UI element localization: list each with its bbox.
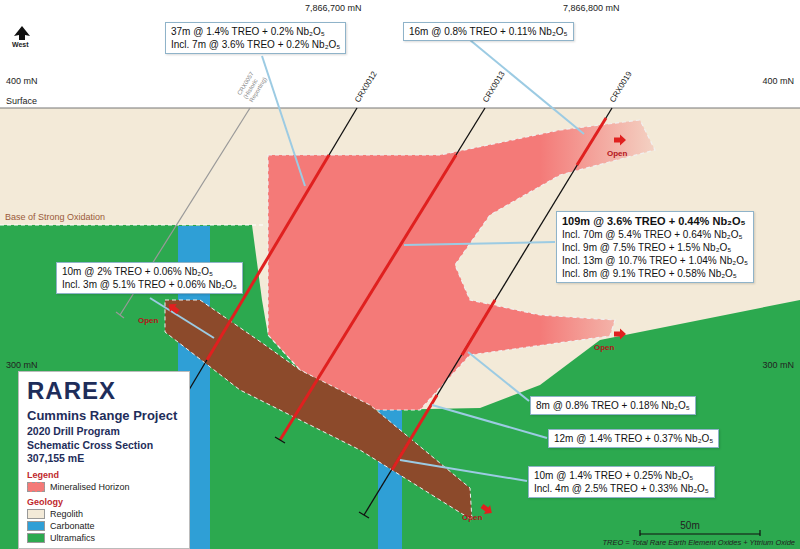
elevation-label: 400 mN xyxy=(762,76,794,86)
assay-callout: 37m @ 1.4% TREO + 0.2% Nb₂O₅Incl. 7m @ 3… xyxy=(165,22,346,54)
assay-text: 16m @ 0.8% TREO + 0.11% Nb₂O₅ xyxy=(409,25,568,38)
drill-hole xyxy=(280,108,485,440)
scale-label: 50m xyxy=(680,520,699,532)
leader-line xyxy=(262,56,305,186)
assay-text: 10m @ 1.4% TREO + 0.25% Nb₂O₅ xyxy=(534,469,709,482)
open-arrow xyxy=(614,329,626,340)
hole-label: CRX0012 xyxy=(353,70,379,104)
open-arrows xyxy=(165,135,626,518)
open-arrow xyxy=(614,135,626,146)
leader-line xyxy=(468,352,529,401)
hole-label: CRX0019 xyxy=(608,70,634,104)
leader-line xyxy=(404,242,555,245)
leader-line xyxy=(400,460,527,481)
legend-text: Mineralised Horizon xyxy=(50,482,130,492)
legend: LegendMineralised HorizonGeologyRegolith… xyxy=(27,469,181,544)
legend-text: Ultramafics xyxy=(50,533,95,543)
surface-line xyxy=(0,108,800,109)
scale-bar xyxy=(640,530,760,536)
assay-text: 10m @ 2% TREO + 0.06% Nb₂O₅ xyxy=(62,265,237,278)
elevation-label: 400 mN xyxy=(6,76,38,86)
surface-label: Surface xyxy=(6,96,37,106)
hole-label: CRX0013 xyxy=(481,70,507,104)
legend-item: Ultramafics xyxy=(27,532,181,544)
grid-label: 7,866,800 mN xyxy=(563,3,620,13)
assay-callout: 8m @ 0.8% TREO + 0.18% Nb₂O₅ xyxy=(530,396,696,415)
assay-text: Incl. 3m @ 5.1% TREO + 0.06% Nb₂O₅ xyxy=(62,278,237,291)
open-label: Open xyxy=(462,513,482,522)
assay-text: Incl. 9m @ 7.5% TREO + 1.5% Nb₂O₅ xyxy=(562,241,748,254)
hole-end-tick xyxy=(359,512,369,518)
assay-text: 109m @ 3.6% TREO + 0.44% Nb₂O₅ xyxy=(562,214,748,228)
leader-line xyxy=(150,298,214,338)
hole-end-tick xyxy=(275,437,285,443)
panel-text: RAREX xyxy=(27,378,181,404)
grid-label: 7,866,700 mN xyxy=(305,3,362,13)
legend-text: Carbonatte xyxy=(50,521,95,531)
assay-text: Incl. 70m @ 5.4% TREO + 0.64% Nb₂O₅ xyxy=(562,228,748,241)
hole-intercept xyxy=(207,155,329,360)
legend-swatch xyxy=(27,521,45,531)
legend-swatch xyxy=(27,482,45,492)
panel-text: 307,155 mE xyxy=(27,452,181,466)
assay-text: Incl. 7m @ 3.6% TREO + 0.2% Nb₂O₅ xyxy=(171,38,340,51)
direction-label: West xyxy=(12,41,29,49)
mineralised-horizon-lower xyxy=(165,300,472,520)
assay-callout: 16m @ 0.8% TREO + 0.11% Nb₂O₅ xyxy=(403,22,574,41)
title-panel: RAREX Cummins Range Project2020 Drill Pro… xyxy=(18,371,190,549)
regolith-ground xyxy=(0,108,800,549)
assay-callout: 10m @ 1.4% TREO + 0.25% Nb₂O₅Incl. 4m @ … xyxy=(528,466,715,498)
assay-text: Incl. 8m @ 9.1% TREO + 0.58% Nb₂O₅ xyxy=(562,267,748,280)
legend-item: Mineralised Horizon xyxy=(27,481,181,493)
legend-heading: Legend xyxy=(27,470,59,480)
footnote: TREO = Total Rare Earth Element Oxides +… xyxy=(602,539,795,548)
hole-label: CRX0057 (Historic Reporting) xyxy=(236,54,277,104)
panel-text: Cummins Range Project xyxy=(27,408,181,425)
assay-text: Incl. 4m @ 2.5% TREO + 0.33% Nb₂O₅ xyxy=(534,482,709,495)
legend-swatch xyxy=(27,509,45,519)
assay-callout: 10m @ 2% TREO + 0.06% Nb₂O₅Incl. 3m @ 5.… xyxy=(56,262,243,294)
assay-text: 37m @ 1.4% TREO + 0.2% Nb₂O₅ xyxy=(171,25,340,38)
panel-text: Schematic Cross Section xyxy=(27,439,181,453)
assay-text: 8m @ 0.8% TREO + 0.18% Nb₂O₅ xyxy=(536,399,690,412)
open-label: Open xyxy=(594,343,614,352)
assay-callout: 12m @ 1.4% TREO + 0.37% Nb₂O₅ xyxy=(548,429,719,448)
hole-intercept xyxy=(392,395,437,470)
assay-callout: 109m @ 3.6% TREO + 0.44% Nb₂O₅Incl. 70m … xyxy=(556,211,754,283)
open-label: Open xyxy=(607,149,627,158)
west-arrow xyxy=(14,26,30,40)
oxidation-line xyxy=(0,224,265,225)
legend-heading: Geology xyxy=(27,497,63,507)
legend-heading-row: Geology xyxy=(27,496,181,508)
leader-line xyxy=(470,40,584,134)
legend-text: Regolith xyxy=(50,509,83,519)
hole-intercept xyxy=(577,118,606,165)
hole-intercept xyxy=(280,155,456,440)
assay-text: Incl. 13m @ 10.7% TREO + 1.04% Nb₂O₅ xyxy=(562,254,748,267)
oxidation-label: Base of Strong Oxidation xyxy=(5,212,105,222)
drill-hole xyxy=(364,108,612,515)
legend-item: Carbonatte xyxy=(27,520,181,532)
panel-text: 2020 Drill Program xyxy=(27,425,181,439)
legend-swatch xyxy=(27,533,45,543)
legend-heading-row: Legend xyxy=(27,469,181,481)
hole-end-tick xyxy=(116,312,124,318)
hole-intercept xyxy=(462,300,495,355)
elevation-label: 300 mN xyxy=(6,360,38,370)
open-label: Open xyxy=(138,316,158,325)
assay-text: 12m @ 1.4% TREO + 0.37% Nb₂O₅ xyxy=(554,432,713,445)
leader-lines xyxy=(150,40,584,481)
elevation-label: 300 mN xyxy=(762,360,794,370)
legend-item: Regolith xyxy=(27,508,181,520)
open-arrow xyxy=(165,300,181,316)
